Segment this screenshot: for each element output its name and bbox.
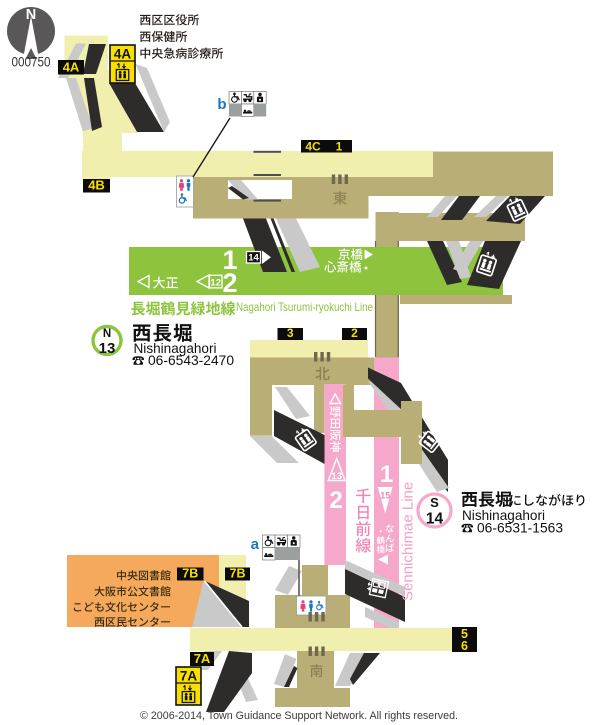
svg-text:5: 5	[461, 627, 468, 641]
svg-text:4C: 4C	[305, 140, 321, 154]
svg-text:b: b	[217, 96, 226, 113]
svg-text:3: 3	[287, 326, 294, 340]
svg-text:7B: 7B	[182, 567, 198, 581]
svg-text:4A: 4A	[114, 47, 132, 62]
svg-text:© 2006-2014, Town Guidance Sup: © 2006-2014, Town Guidance Support Netwo…	[140, 710, 458, 722]
svg-text:Nishinagahori: Nishinagahori	[462, 507, 545, 523]
svg-text:7A: 7A	[180, 669, 198, 684]
svg-text:14: 14	[248, 253, 259, 264]
svg-text:1: 1	[222, 245, 237, 275]
svg-text:1: 1	[380, 461, 393, 488]
svg-text:4B: 4B	[88, 178, 105, 193]
svg-text:06-6531-1563: 06-6531-1563	[477, 520, 563, 536]
svg-text:N: N	[103, 328, 111, 340]
svg-text:2: 2	[329, 487, 342, 514]
svg-text:Nagahori Tsurumi-ryokuchi Line: Nagahori Tsurumi-ryokuchi Line	[236, 300, 373, 314]
svg-text:13: 13	[331, 471, 342, 482]
svg-text:15: 15	[380, 491, 390, 501]
svg-text:2: 2	[351, 326, 358, 340]
svg-text:12: 12	[210, 277, 221, 288]
svg-text:2: 2	[222, 268, 237, 298]
svg-text:7A: 7A	[194, 651, 211, 666]
svg-text:Sennichimae Line: Sennichimae Line	[400, 482, 417, 601]
svg-text:13: 13	[99, 340, 116, 357]
svg-text:06-6543-2470: 06-6543-2470	[148, 352, 234, 368]
svg-text:S: S	[430, 495, 439, 510]
svg-text:14: 14	[426, 511, 444, 528]
svg-text:Nishinagahori: Nishinagahori	[134, 340, 217, 356]
svg-text:000750: 000750	[12, 54, 51, 70]
svg-text:N: N	[26, 7, 36, 23]
svg-text:6: 6	[461, 639, 468, 653]
svg-text:a: a	[251, 536, 260, 553]
svg-text:1: 1	[336, 140, 343, 154]
svg-text:7B: 7B	[230, 567, 246, 581]
svg-text:4A: 4A	[63, 60, 80, 75]
